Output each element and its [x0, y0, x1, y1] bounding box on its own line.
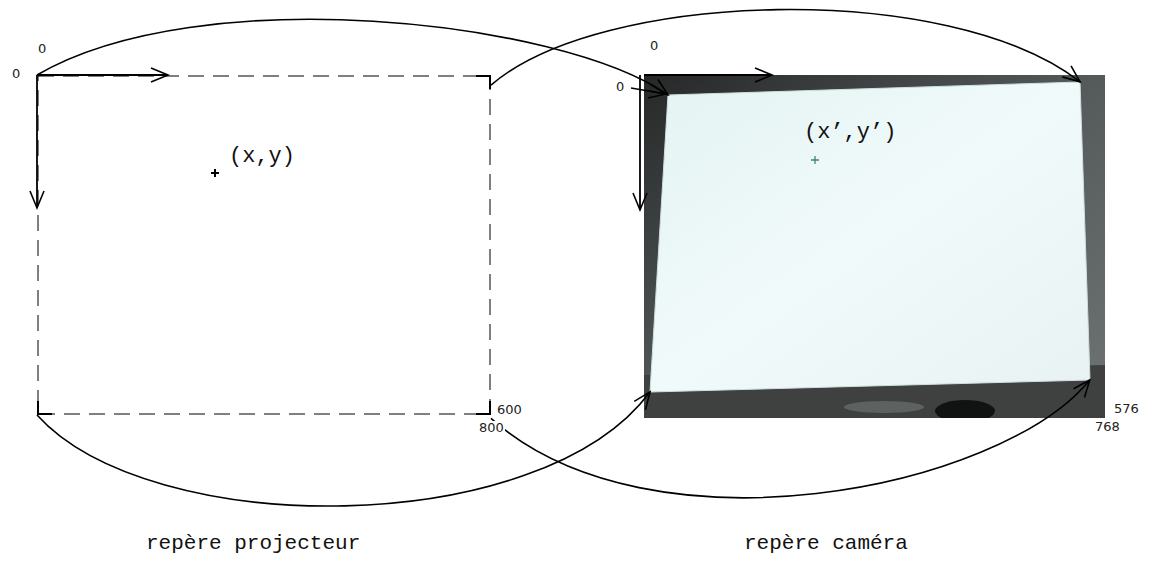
point-cross	[211, 169, 219, 177]
x-axis-arrow	[644, 74, 772, 76]
projector-frame: (x,y)	[37, 75, 491, 415]
dimension-value: 576	[1113, 402, 1140, 417]
axis-origin: 0	[37, 42, 47, 57]
dimension-value: 800	[478, 421, 505, 436]
camera-image: (x’,y’)	[644, 75, 1105, 418]
axis-origin: 0	[11, 67, 21, 82]
dimension-value: 768	[1094, 420, 1121, 435]
camera-background	[644, 75, 1105, 418]
corner-mark	[476, 76, 490, 89]
mapping-arrow	[37, 19, 668, 95]
mapping-arrow	[37, 392, 650, 506]
dark-object	[935, 400, 995, 418]
reflection	[844, 401, 924, 413]
corner-mark	[38, 401, 52, 414]
x-axis-arrow	[37, 74, 168, 76]
y-axis-arrow	[639, 75, 641, 210]
point-label: (x,y)	[229, 145, 295, 169]
axis-origin: 0	[615, 80, 625, 95]
y-axis-arrow	[36, 75, 38, 208]
point-cross	[811, 156, 819, 164]
point-label: (x’,y’)	[804, 121, 896, 145]
mapping-arrow	[491, 10, 1080, 86]
leader-line	[631, 88, 666, 94]
projector-frame-drawing	[37, 75, 491, 415]
dashed-frame	[38, 76, 490, 414]
projected-screen	[650, 82, 1090, 392]
frame-caption: repère projecteur	[146, 532, 360, 556]
corner-mark	[476, 401, 490, 414]
frame-caption: repère caméra	[744, 532, 908, 556]
dimension-value: 600	[496, 403, 523, 418]
axis-origin: 0	[649, 39, 659, 54]
